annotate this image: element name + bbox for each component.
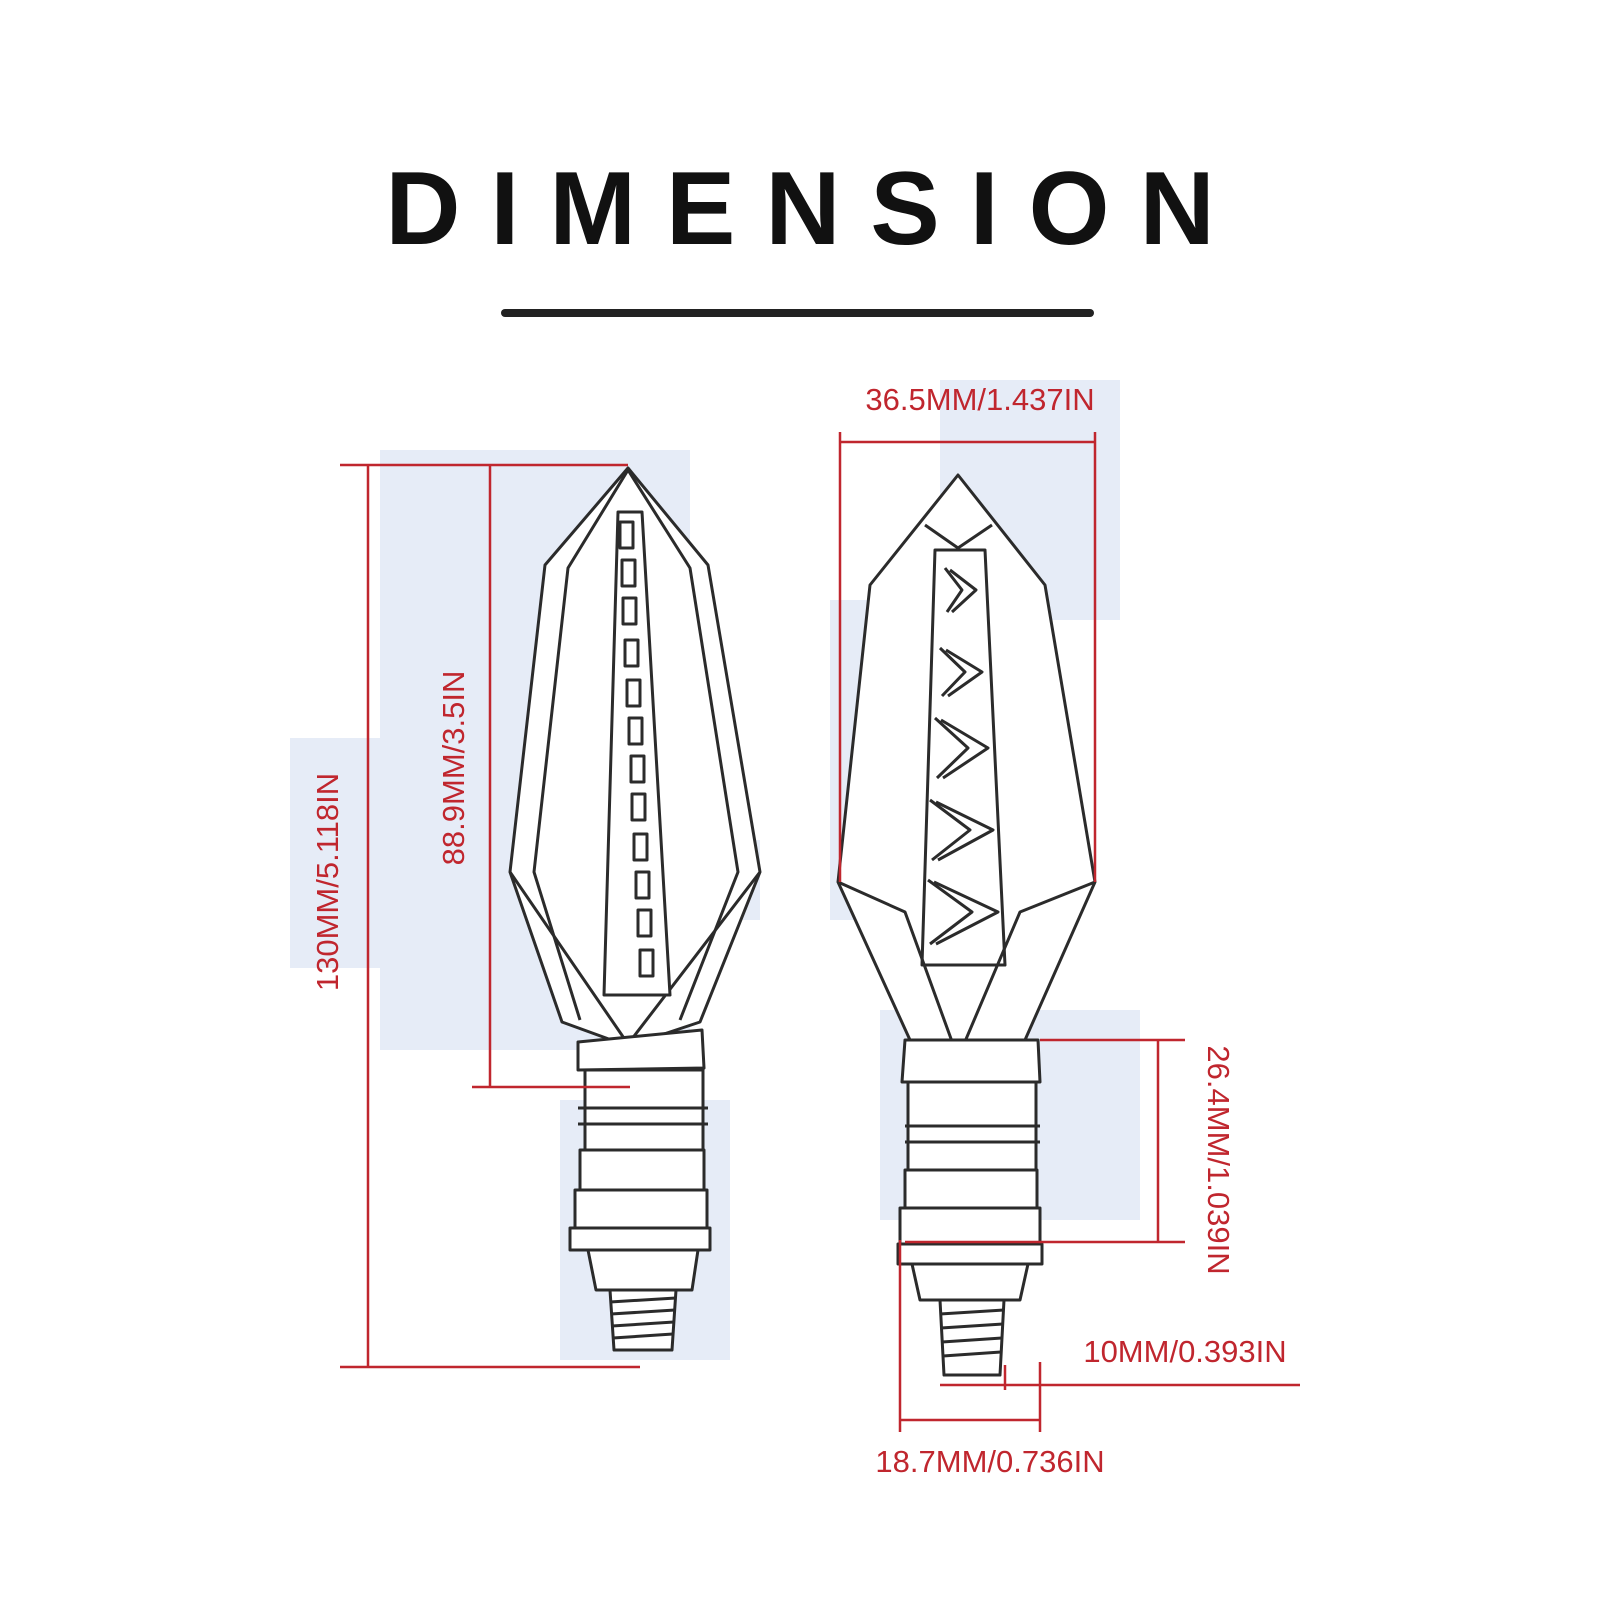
width-label: 36.5MM/1.437IN [865, 382, 1094, 417]
led-segments [618, 520, 655, 978]
base-width-label: 18.7MM/0.736IN [875, 1444, 1104, 1479]
dimension-lines [340, 432, 1300, 1432]
thread-diameter-label: 10MM/0.393IN [1083, 1334, 1286, 1369]
dimension-labels: 130MM/5.118IN 88.9MM/3.5IN 36.5MM/1.437I… [310, 382, 1287, 1479]
total-length-label: 130MM/5.118IN [310, 773, 345, 991]
lens-length-label: 88.9MM/3.5IN [436, 671, 471, 866]
arrow-chevrons [927, 567, 1000, 946]
right-indicator [836, 473, 1097, 1377]
stem-length-label: 26.4MM/1.039IN [1201, 1045, 1236, 1274]
left-indicator [508, 466, 762, 1352]
page-title: DIMENSION [385, 151, 1245, 267]
